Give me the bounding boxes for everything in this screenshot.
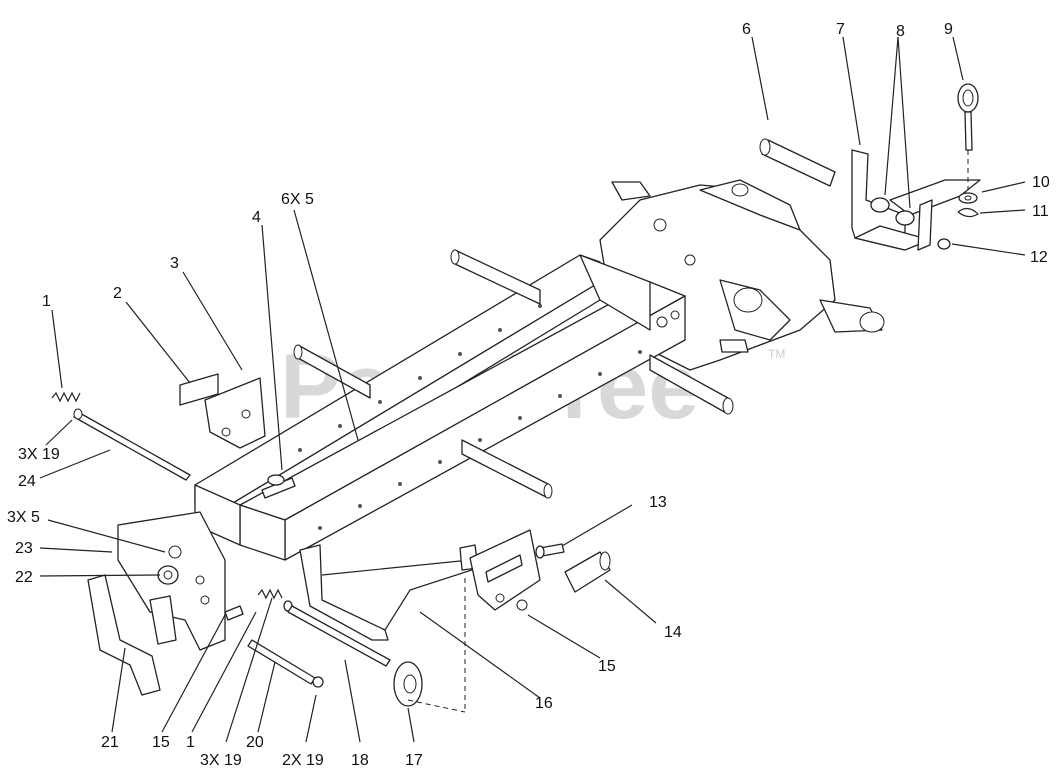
callout-3x19-bottom: 3X 19 <box>200 752 242 769</box>
watermark-trademark: TM <box>768 347 785 361</box>
part-13-bolt <box>535 543 565 559</box>
callout-24: 24 <box>18 473 36 490</box>
part-2-plate <box>179 373 219 406</box>
callout-labels: 1 2 3 4 6X 5 6 7 8 9 10 11 12 3X 19 24 3… <box>7 21 1050 769</box>
part-4-bolt <box>261 474 296 499</box>
part-18-rod <box>287 605 391 667</box>
callout-16: 16 <box>535 695 553 712</box>
callout-14: 14 <box>664 624 682 641</box>
callout-7: 7 <box>836 21 845 38</box>
callout-8: 8 <box>896 23 905 40</box>
part-3-bracket <box>204 377 266 449</box>
callout-3x19-top: 3X 19 <box>18 446 60 463</box>
pedal-pivot-bracket <box>469 529 541 611</box>
part-14-sleeve <box>564 551 611 593</box>
part-19-spring <box>257 588 293 612</box>
part-24-rod <box>73 408 191 481</box>
part-11-clip <box>957 207 979 218</box>
leader-lines <box>39 36 1026 743</box>
part-20-rod <box>247 639 324 688</box>
part-10-washer <box>958 192 978 204</box>
callout-1-bottom: 1 <box>186 734 195 751</box>
frame-cross-tubes <box>293 249 734 499</box>
part-6-pin <box>759 138 836 187</box>
part-17-wheel <box>393 661 423 707</box>
callout-23: 23 <box>15 540 33 557</box>
part-8-bushings <box>870 197 915 226</box>
callout-12: 12 <box>1030 249 1048 266</box>
part-12-pin <box>937 238 951 250</box>
part-15-bolt <box>224 605 244 621</box>
callout-21: 21 <box>101 734 119 751</box>
part-9-eye-bolt <box>957 83 979 190</box>
callout-1: 1 <box>42 293 51 310</box>
callout-9: 9 <box>944 21 953 38</box>
callout-10: 10 <box>1032 174 1050 191</box>
part-7-hitch-bracket <box>851 149 981 251</box>
callout-3x5: 3X 5 <box>7 509 40 526</box>
callout-17: 17 <box>405 752 423 769</box>
part-21-lever <box>87 574 177 696</box>
alignment-line <box>407 699 466 713</box>
frame-rails <box>194 254 686 561</box>
callout-20: 20 <box>246 734 264 751</box>
callout-2x19: 2X 19 <box>282 752 324 769</box>
callout-11: 11 <box>1032 203 1049 220</box>
part-22-bushing <box>157 565 179 585</box>
callout-6: 6 <box>742 21 751 38</box>
callout-22: 22 <box>15 569 33 586</box>
callout-18: 18 <box>351 752 369 769</box>
callout-3: 3 <box>170 255 179 272</box>
callout-6x5: 6X 5 <box>281 191 314 208</box>
callout-13: 13 <box>649 494 667 511</box>
part-1-spring <box>51 391 81 403</box>
callout-15-right: 15 <box>598 658 616 675</box>
callout-15-bottom: 15 <box>152 734 170 751</box>
callout-2: 2 <box>113 285 122 302</box>
callout-4: 4 <box>252 209 261 226</box>
